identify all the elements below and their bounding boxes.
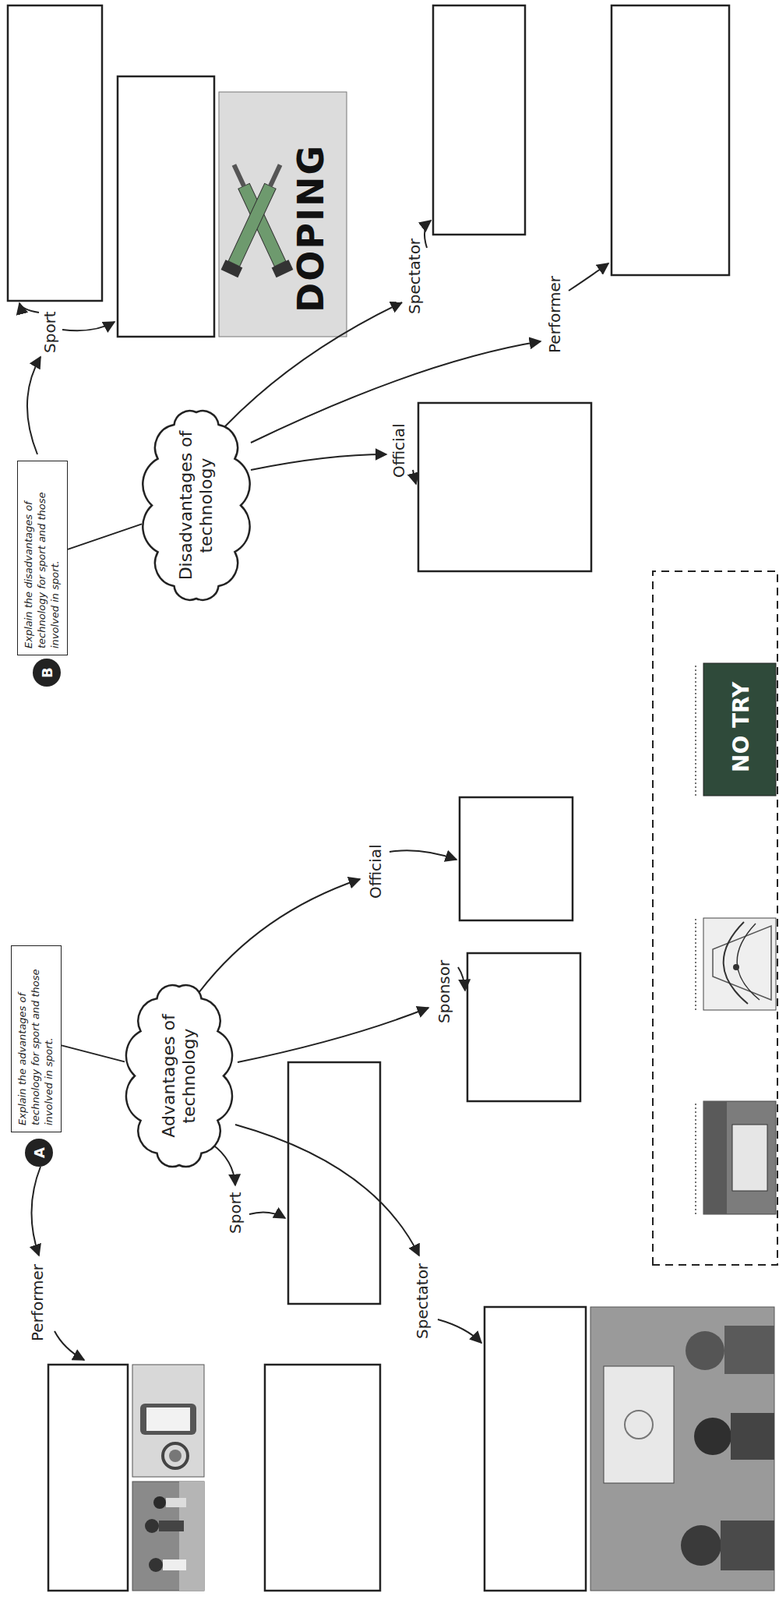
node-text: Explain the disadvantages of technology … bbox=[22, 467, 63, 649]
answer-box bbox=[433, 5, 526, 235]
node-text: Disadvantages of technology bbox=[176, 427, 218, 584]
section-marker: A bbox=[24, 1138, 53, 1167]
answer-box bbox=[117, 76, 215, 337]
stadium-screen-photo bbox=[703, 1100, 776, 1214]
connector-line bbox=[67, 523, 142, 550]
branch-label: Spectator bbox=[405, 238, 424, 314]
screen-text: NO TRY bbox=[728, 681, 755, 772]
branch-label: Official bbox=[366, 844, 385, 899]
branch-label: Performer bbox=[28, 1263, 47, 1341]
image-text: DOPING bbox=[289, 144, 332, 313]
answer-box bbox=[467, 952, 581, 1101]
answer-box bbox=[48, 1364, 128, 1590]
node-text: Explain the advantages of technology for… bbox=[16, 951, 57, 1125]
doping-image bbox=[218, 91, 347, 337]
connector-line bbox=[61, 1044, 125, 1061]
performer-photos bbox=[132, 1364, 205, 1590]
node-text: Advantages of technology bbox=[158, 1001, 201, 1150]
section-marker: B bbox=[32, 658, 61, 687]
cloud-shape bbox=[142, 410, 250, 600]
spectator-photo bbox=[590, 1306, 775, 1590]
cloud-shape bbox=[126, 984, 233, 1167]
technology-examples bbox=[652, 571, 778, 1265]
hawk-eye-image bbox=[703, 917, 776, 1010]
answer-box bbox=[264, 1364, 381, 1590]
answer-box bbox=[418, 402, 592, 572]
branch-label: Sport bbox=[225, 1191, 245, 1234]
topic-cloud: Disadvantages of technology bbox=[141, 401, 251, 609]
branch-label: Official bbox=[389, 423, 409, 478]
branch-label: Sport bbox=[40, 310, 60, 353]
caption-line bbox=[694, 662, 697, 796]
caption-line bbox=[694, 1100, 697, 1214]
answer-box bbox=[484, 1306, 586, 1590]
caption-line bbox=[694, 917, 697, 1010]
answer-box bbox=[611, 5, 730, 275]
task-card: Explain the advantages of technology for… bbox=[10, 944, 62, 1132]
pointer-arrows bbox=[19, 220, 609, 1360]
answer-box bbox=[7, 5, 103, 301]
branch-label: Sponsor bbox=[434, 959, 454, 1023]
dashed-panel bbox=[652, 571, 778, 1265]
branch-label: Spectator bbox=[412, 1262, 432, 1339]
task-card: Explain the disadvantages of technology … bbox=[17, 460, 68, 656]
topic-cloud: Advantages of technology bbox=[124, 976, 234, 1175]
answer-box bbox=[288, 1061, 381, 1304]
branch-label: Performer bbox=[545, 275, 564, 353]
answer-box bbox=[459, 796, 573, 920]
node-text: A bbox=[31, 1146, 48, 1158]
tmo-screen bbox=[703, 662, 776, 796]
node-text: B bbox=[38, 666, 56, 678]
